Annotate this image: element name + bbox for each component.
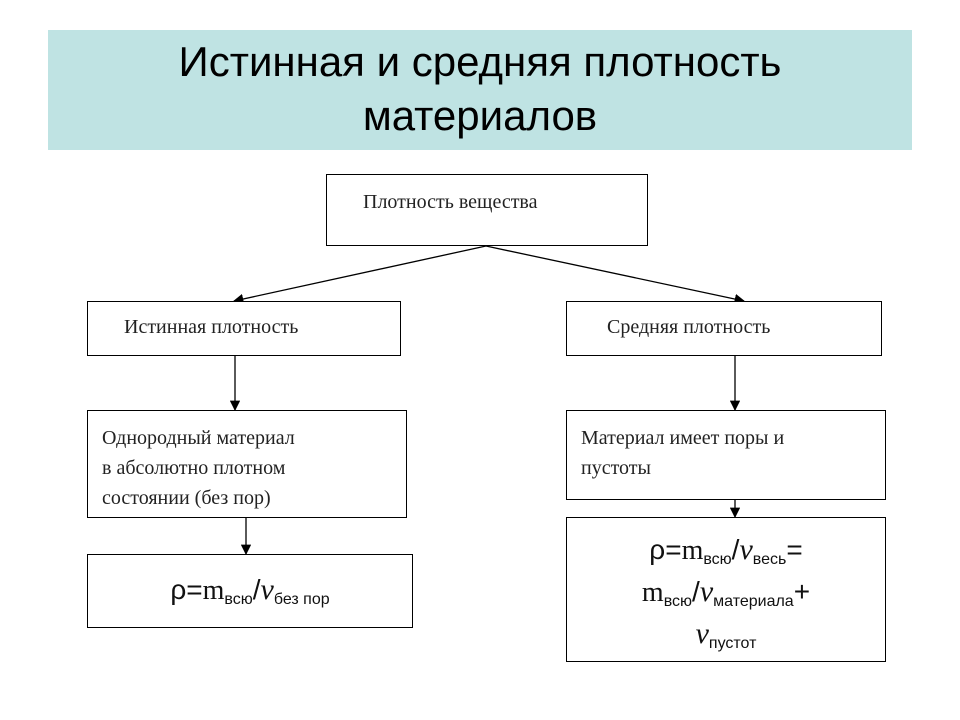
- true-density-desc-box: Однородный материал в абсолютно плотном …: [87, 410, 407, 518]
- volume-symbol: v: [260, 573, 274, 606]
- arrow-root-to-left: [232, 245, 487, 305]
- arrow-root-to-right: [485, 245, 746, 305]
- division-slash: /: [252, 574, 261, 605]
- average-density-desc-line-2: пустоты: [581, 457, 651, 479]
- plus-sign: +: [793, 576, 811, 607]
- rho-equals: ρ=: [649, 534, 682, 565]
- volume-symbol: v: [699, 575, 714, 608]
- mass-subscript: всю: [663, 593, 693, 610]
- mass-symbol: m: [681, 535, 704, 566]
- equals-sign: =: [786, 534, 803, 565]
- volume-subscript: материала: [713, 593, 794, 610]
- true-density-desc-line-1: Однородный материал: [102, 427, 295, 449]
- volume-subscript: пустот: [708, 635, 757, 652]
- volume-symbol: v: [695, 617, 709, 650]
- root-box: Плотность вещества: [326, 174, 648, 246]
- true-density-box: Истинная плотность: [87, 301, 401, 356]
- true-density-desc-line-3: состоянии (без пор): [102, 487, 271, 509]
- root-label: Плотность вещества: [363, 191, 538, 213]
- average-density-formula-line-1: ρ=mвсю/vвесь=: [567, 532, 885, 578]
- division-slash: /: [692, 576, 700, 607]
- volume-subscript: весь: [752, 551, 787, 568]
- average-density-formula-line-3: vпустот: [567, 616, 885, 662]
- mass-subscript: всю: [224, 591, 253, 608]
- average-density-box: Средняя плотность: [566, 301, 882, 356]
- mass-symbol: m: [202, 575, 225, 606]
- mass-subscript: всю: [703, 551, 732, 568]
- average-density-desc-box: Материал имеет поры и пустоты: [566, 410, 886, 500]
- average-density-desc-line-1: Материал имеет поры и: [581, 427, 785, 449]
- average-density-formula-line-2: mвсю/vматериала+: [567, 574, 885, 620]
- page-title-line-1: Истинная и средняя плотность: [178, 38, 782, 85]
- title-bar: Истинная и средняя плотность материалов: [48, 30, 912, 150]
- true-density-formula-box: ρ=mвсю/vбез пор: [87, 554, 413, 628]
- page-title-line-2: материалов: [362, 92, 598, 139]
- volume-symbol: v: [739, 533, 753, 566]
- true-density-desc-line-2: в абсолютно плотном: [102, 457, 286, 479]
- average-density-label: Средняя плотность: [607, 316, 771, 338]
- average-density-formula-box: ρ=mвсю/vвесь= mвсю/vматериала+ vпустот: [566, 517, 886, 662]
- rho-equals: ρ=: [170, 574, 203, 605]
- volume-subscript: без пор: [273, 591, 330, 608]
- true-density-label: Истинная плотность: [124, 316, 299, 338]
- true-density-formula: ρ=mвсю/vбез пор: [88, 572, 412, 618]
- division-slash: /: [731, 534, 740, 565]
- mass-symbol: m: [641, 577, 664, 608]
